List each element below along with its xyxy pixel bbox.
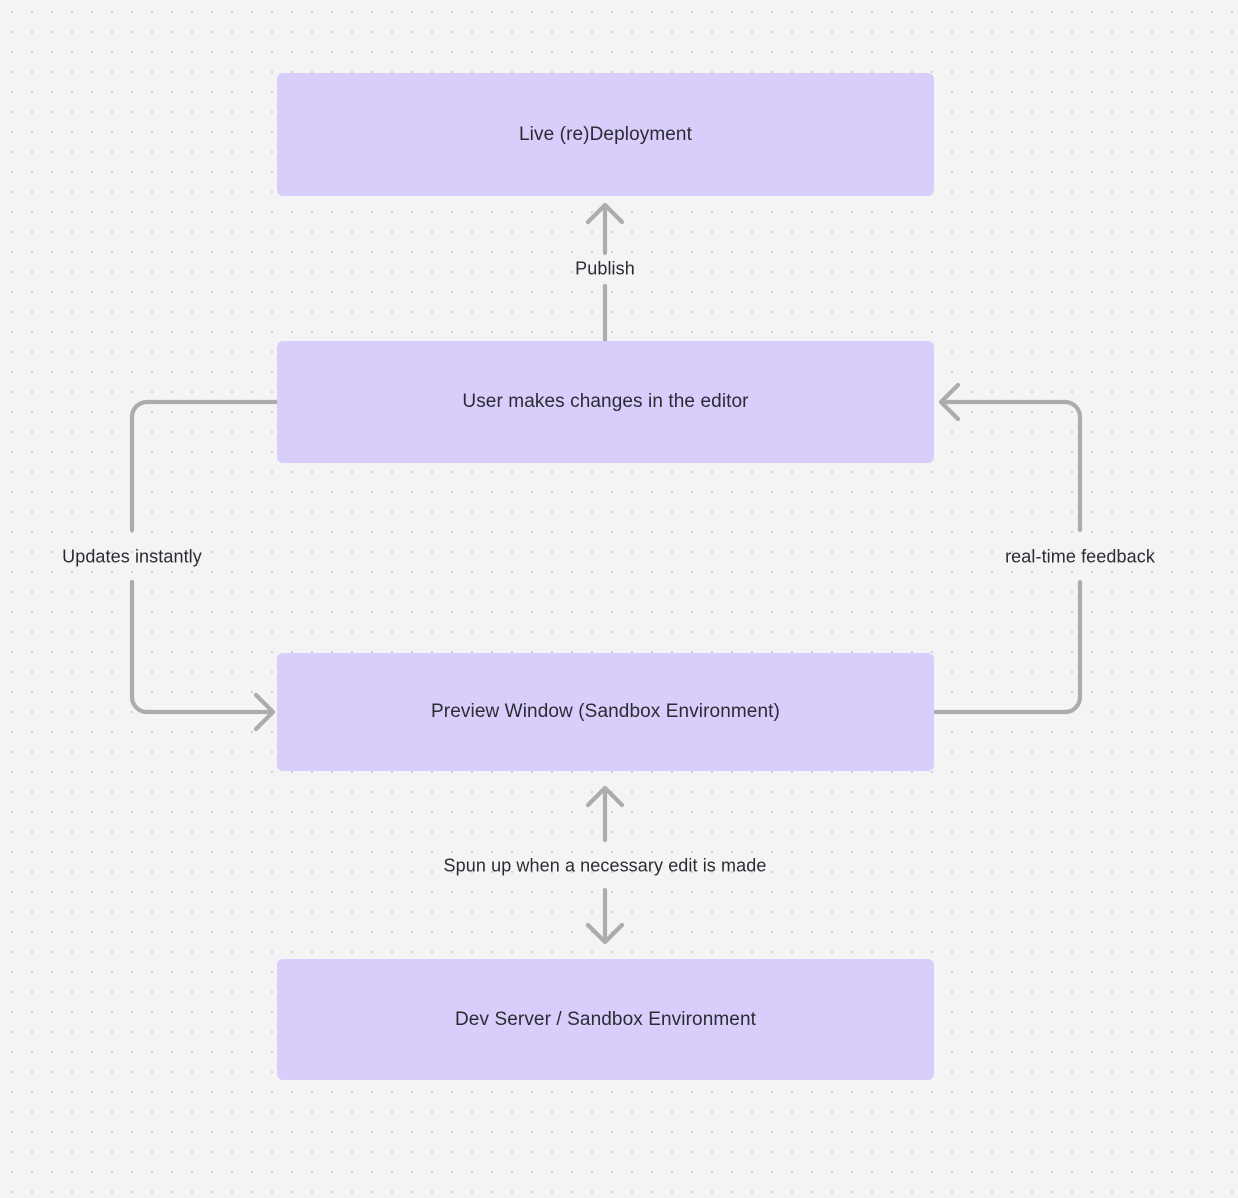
edge-label-spun-up: Spun up when a necessary edit is made bbox=[443, 855, 767, 876]
edge-label-updates-instantly: Updates instantly bbox=[62, 546, 202, 567]
edge-updates-line-lower bbox=[129, 579, 275, 715]
edge-spunup-arrowhead-down bbox=[585, 922, 625, 945]
edge-updates-arrowhead bbox=[253, 692, 276, 732]
node-preview-window-label: Preview Window (Sandbox Environment) bbox=[431, 701, 780, 722]
edge-feedback-line-lower bbox=[931, 579, 1083, 715]
edge-updates-line-upper bbox=[129, 399, 280, 533]
node-dev-server[interactable]: Dev Server / Sandbox Environment bbox=[277, 959, 934, 1080]
edge-feedback-line-upper bbox=[939, 399, 1083, 533]
node-live-deployment[interactable]: Live (re)Deployment bbox=[277, 73, 934, 196]
node-user-edits[interactable]: User makes changes in the editor bbox=[277, 341, 934, 463]
edge-spunup-arrowhead-up bbox=[585, 785, 625, 808]
edge-publish-arrowhead bbox=[585, 202, 625, 225]
node-preview-window[interactable]: Preview Window (Sandbox Environment) bbox=[277, 653, 934, 771]
edge-label-real-time-feedback: real-time feedback bbox=[1005, 546, 1155, 567]
node-dev-server-label: Dev Server / Sandbox Environment bbox=[454, 1008, 756, 1030]
node-user-edits-label: User makes changes in the editor bbox=[462, 391, 749, 412]
edge-feedback-arrowhead bbox=[938, 382, 961, 422]
node-live-deployment-label: Live (re)Deployment bbox=[519, 123, 692, 145]
edge-label-publish: Publish bbox=[575, 258, 635, 279]
